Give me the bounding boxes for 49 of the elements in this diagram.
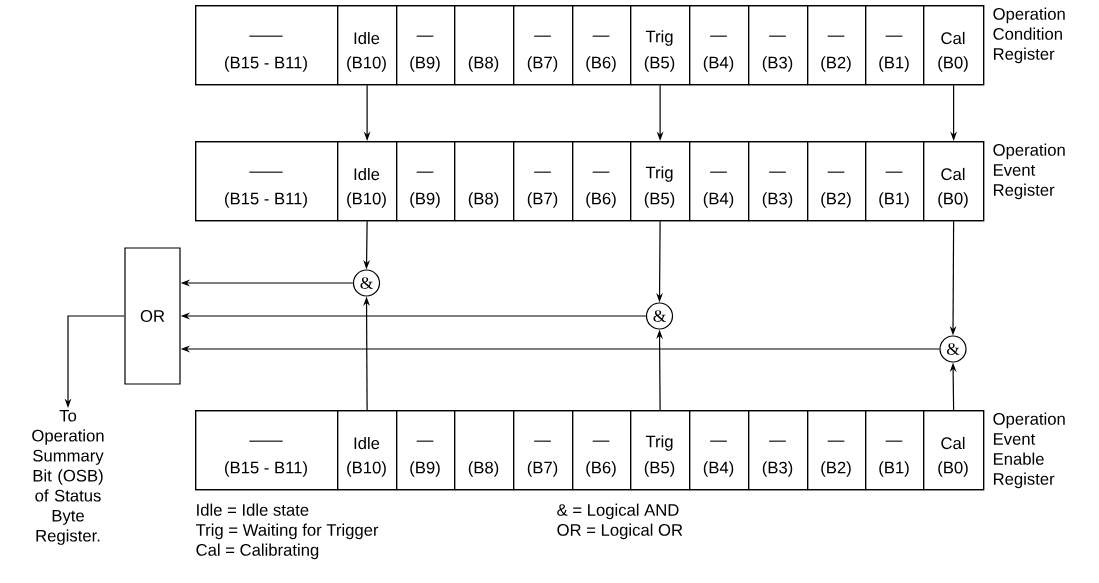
register-cell: Trig (B5): [630, 410, 691, 491]
register-cell: — (B4): [689, 410, 750, 491]
register-cell: Idle (B10): [337, 410, 398, 491]
register-cell: — (B3): [748, 5, 809, 86]
legend-note: Trig = Waiting for Trigger: [196, 523, 379, 540]
register-cell: — (B1): [865, 410, 925, 491]
register-cell: — (B7): [513, 410, 574, 491]
register-cell: Trig (B5): [630, 5, 691, 86]
register-cell: — (B9): [396, 141, 456, 222]
register-cell: —— (B15 - B11): [195, 410, 339, 491]
legend-note: Cal = Calibrating: [196, 543, 319, 560]
register-cell: — (B6): [572, 5, 632, 86]
legend-note: OR = Logical OR: [557, 523, 683, 540]
node-label: Operation Event Enable Register: [993, 412, 1065, 489]
register-cell: — (B3): [748, 141, 809, 222]
register-cell: Cal (B0): [923, 410, 985, 491]
legend-note: & = Logical AND: [557, 503, 679, 520]
register-cell: Trig (B5): [630, 141, 691, 222]
register-cell: — (B4): [689, 5, 750, 86]
register-cell: — (B4): [689, 141, 750, 222]
node-label: Operation Condition Register: [993, 7, 1065, 64]
register-cell: — (B1): [865, 141, 925, 222]
register-cell: Idle (B10): [337, 141, 398, 222]
register-cell: (B8): [454, 5, 515, 86]
register-cell: — (B9): [396, 410, 456, 491]
register-cell: (B8): [454, 410, 515, 491]
and-gate: &: [939, 335, 967, 363]
register-cell: — (B6): [572, 141, 632, 222]
register-cell: — (B3): [748, 410, 809, 491]
node-label: Operation Event Register: [993, 143, 1065, 200]
register-cell: — (B7): [513, 141, 574, 222]
register-cell: — (B1): [865, 5, 925, 86]
and-gate: &: [352, 269, 381, 297]
note-text: To Operation Summary Bit (OSB) of Status Byte Register.: [32, 409, 104, 545]
or-gate: OR: [124, 247, 181, 385]
register-cell: —— (B15 - B11): [195, 141, 339, 222]
register-cell: — (B6): [572, 410, 632, 491]
register-cell: — (B2): [807, 141, 867, 222]
register-cell: Idle (B10): [337, 5, 398, 86]
register-cell: —— (B15 - B11): [195, 5, 339, 86]
register-cell: (B8): [454, 141, 515, 222]
register-cell: — (B2): [807, 5, 867, 86]
register-cell: Cal (B0): [923, 5, 985, 86]
and-gate: &: [645, 302, 674, 330]
register-cell: Cal (B0): [923, 141, 985, 222]
register-cell: — (B9): [396, 5, 456, 86]
register-cell: — (B7): [513, 5, 574, 86]
register-cell: — (B2): [807, 410, 867, 491]
legend-note: Idle = Idle state: [197, 503, 309, 516]
